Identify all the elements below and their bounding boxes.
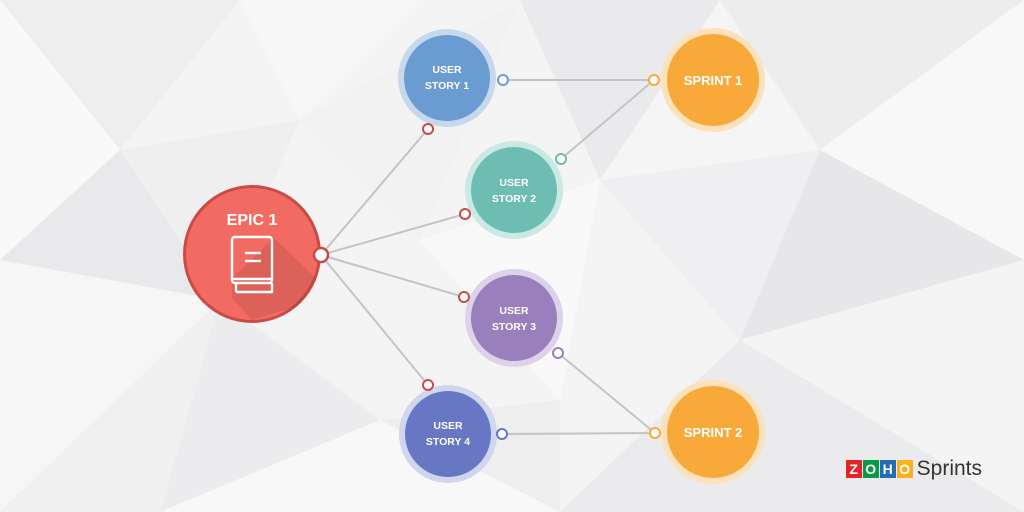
story2-sprint-dot [555,153,567,165]
line-epic-story1 [320,128,429,256]
user-story-3-node[interactable]: USER STORY 3 [465,269,563,367]
brand-product-name: Sprints [916,457,982,480]
user-story-3-line1: USER [499,305,529,317]
user-story-1-line1: USER [432,64,462,76]
epic-connector-dot [312,246,330,264]
user-story-4-node[interactable]: USER STORY 4 [399,385,497,483]
user-story-3-line2: STORY 3 [492,321,536,333]
user-story-1-line2: STORY 1 [425,80,469,92]
story1-sprint-dot [497,74,509,86]
user-story-2-circle [471,147,557,233]
user-story-2-node[interactable]: USER STORY 2 [465,141,563,239]
book-icon [230,235,274,294]
epic-node[interactable]: EPIC 1 [183,185,321,323]
connector-dots [312,74,661,440]
zoho-letter-h: H [879,460,896,478]
line-epic-story2 [320,213,466,256]
sprint-2-label: SPRINT 2 [684,425,743,440]
sprint-1-label: SPRINT 1 [684,73,743,88]
zoho-letter-o1: O [862,460,879,478]
line-story3-sprint2 [557,352,656,434]
sprint-1-node[interactable]: SPRINT 1 [661,28,765,132]
connector-lines [320,79,656,435]
sprint-2-node[interactable]: SPRINT 2 [661,380,765,484]
story2-epic-dot [459,208,471,220]
user-story-3-circle [471,275,557,361]
sprint-1-circle [667,34,759,126]
line-epic-story3 [320,254,465,298]
line-story2-sprint1 [560,79,655,160]
user-story-2-line1: USER [499,177,529,189]
epic-label: EPIC 1 [227,212,278,229]
story3-sprint-dot [552,347,564,359]
user-story-1-node[interactable]: USER STORY 1 [398,29,496,127]
zoho-letter-z: Z [845,460,862,478]
user-story-4-line2: STORY 4 [426,436,470,448]
zoho-sprints-logo: Z O H O Sprints [845,456,982,482]
sprint1-connector-dot [648,74,660,86]
line-epic-story4 [320,254,429,386]
story3-epic-dot [458,291,470,303]
user-story-1-circle [404,35,490,121]
user-story-4-circle [405,391,491,477]
line-story4-sprint2 [501,432,656,435]
zoho-letter-o2: O [896,460,913,478]
sprint2-connector-dot [649,427,661,439]
story1-epic-dot [422,123,434,135]
story4-sprint-dot [496,428,508,440]
sprint-2-circle [667,386,759,478]
user-story-4-line1: USER [433,420,463,432]
user-story-2-line2: STORY 2 [492,193,536,205]
story4-epic-dot [422,379,434,391]
